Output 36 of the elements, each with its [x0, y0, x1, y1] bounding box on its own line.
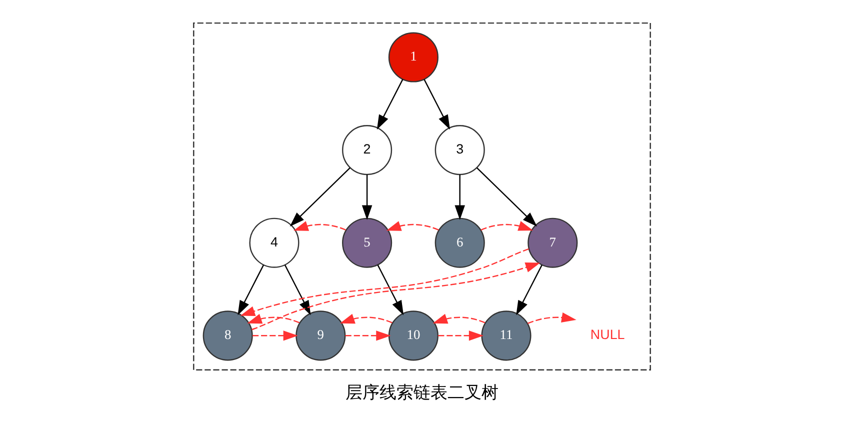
node-circle: 7: [527, 218, 578, 268]
caption: 层序线索链表二叉树: [345, 383, 498, 402]
node-circle: 3: [434, 125, 484, 176]
arrow: [293, 221, 346, 231]
arrow: [361, 174, 372, 220]
arrow: [344, 330, 390, 341]
node-circle: 10: [388, 310, 438, 361]
arrow: [376, 264, 404, 316]
node-circle: 1: [388, 32, 438, 82]
arrow: [476, 167, 537, 226]
arrow: [339, 314, 392, 324]
arrow: [432, 314, 485, 324]
arrow: [246, 314, 300, 324]
node-circle: 8: [202, 310, 252, 361]
cluster: [192, 22, 650, 370]
arrow: [480, 221, 533, 231]
arrow: [289, 167, 350, 226]
node-circle: 11: [480, 310, 531, 361]
arrow: [376, 79, 403, 130]
node-circle: 4: [248, 218, 299, 268]
arrow: [516, 264, 542, 316]
node-circle: 5: [342, 218, 392, 268]
arrow: [251, 262, 540, 330]
arrow: [423, 79, 450, 130]
arrow: [252, 330, 298, 341]
node-text: NULL: [590, 327, 624, 342]
arrow: [386, 221, 438, 231]
arrow: [284, 264, 310, 316]
arrow: [526, 312, 576, 324]
node-circle: 6: [434, 218, 484, 268]
node-circle: 2: [342, 125, 392, 176]
arrow: [454, 174, 464, 220]
node-circle: 9: [295, 310, 346, 361]
arrow: [240, 248, 528, 316]
arrow: [438, 330, 484, 341]
arrow: [237, 264, 264, 316]
